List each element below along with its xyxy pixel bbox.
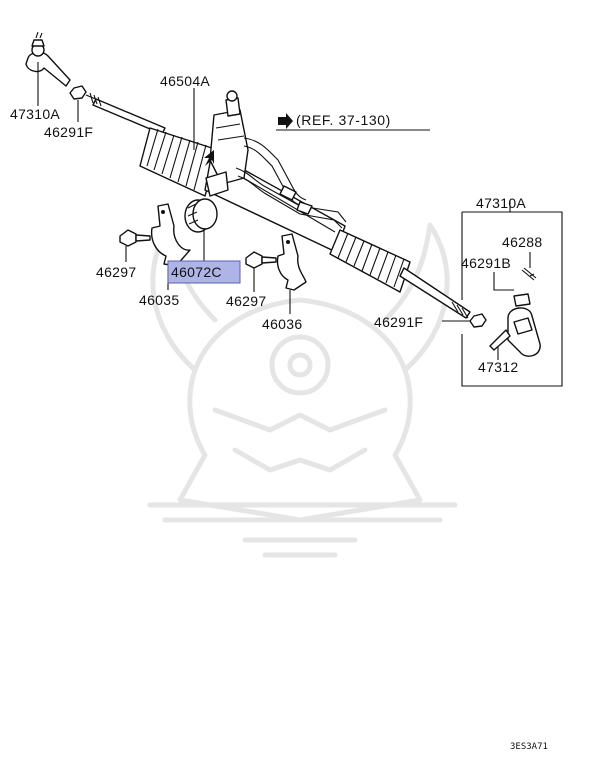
label-46036[interactable]: 46036 (262, 316, 302, 332)
right-tie-rod-end[interactable] (489, 307, 541, 357)
left-lock-nut[interactable] (69, 85, 87, 100)
right-lock-nut[interactable] (469, 313, 487, 328)
right-rack-clamp[interactable] (276, 233, 307, 291)
direction-arrow-icon (204, 150, 214, 166)
right-bellows-boot[interactable] (329, 229, 411, 293)
label-47310a-left[interactable]: 47310A (10, 106, 60, 122)
label-47310a-right[interactable]: 47310A (476, 195, 526, 211)
label-46504a[interactable]: 46504A (160, 73, 210, 89)
label-46288[interactable]: 46288 (502, 234, 542, 250)
label-46297-right[interactable]: 46297 (226, 293, 266, 309)
ref-link[interactable]: (REF. 37-130) (296, 112, 391, 128)
hydraulic-pipes (235, 137, 347, 229)
left-thread-marks (85, 92, 102, 107)
watermark-logo (147, 222, 458, 558)
label-47312[interactable]: 47312 (478, 359, 518, 375)
castle-nut[interactable] (513, 293, 531, 307)
right-tie-rod-shaft (399, 267, 471, 319)
left-tie-rod-end[interactable] (25, 31, 71, 87)
right-tie-rod-group-box (461, 211, 563, 387)
left-bellows-boot[interactable] (139, 127, 219, 197)
right-thread-marks (451, 301, 469, 319)
left-clamp-bolt[interactable] (119, 229, 151, 247)
highlight-box (167, 260, 241, 284)
drawing-code: 3ES3A71 (510, 742, 548, 752)
label-46035[interactable]: 46035 (139, 292, 179, 308)
label-46297-left[interactable]: 46297 (96, 264, 136, 280)
right-clamp-bolt[interactable] (245, 251, 277, 269)
steering-rack-assembly[interactable] (85, 90, 471, 319)
cotter-pin[interactable] (521, 267, 537, 281)
label-46291b[interactable]: 46291B (461, 255, 511, 271)
rack-mount-grommet[interactable] (184, 198, 218, 233)
label-46072c[interactable]: 46072C (171, 264, 222, 280)
label-46291f-left[interactable]: 46291F (44, 124, 93, 140)
pinion-valve-housing[interactable] (205, 90, 249, 197)
ref-arrow-icon (278, 113, 293, 129)
label-46291f-right[interactable]: 46291F (374, 314, 423, 330)
